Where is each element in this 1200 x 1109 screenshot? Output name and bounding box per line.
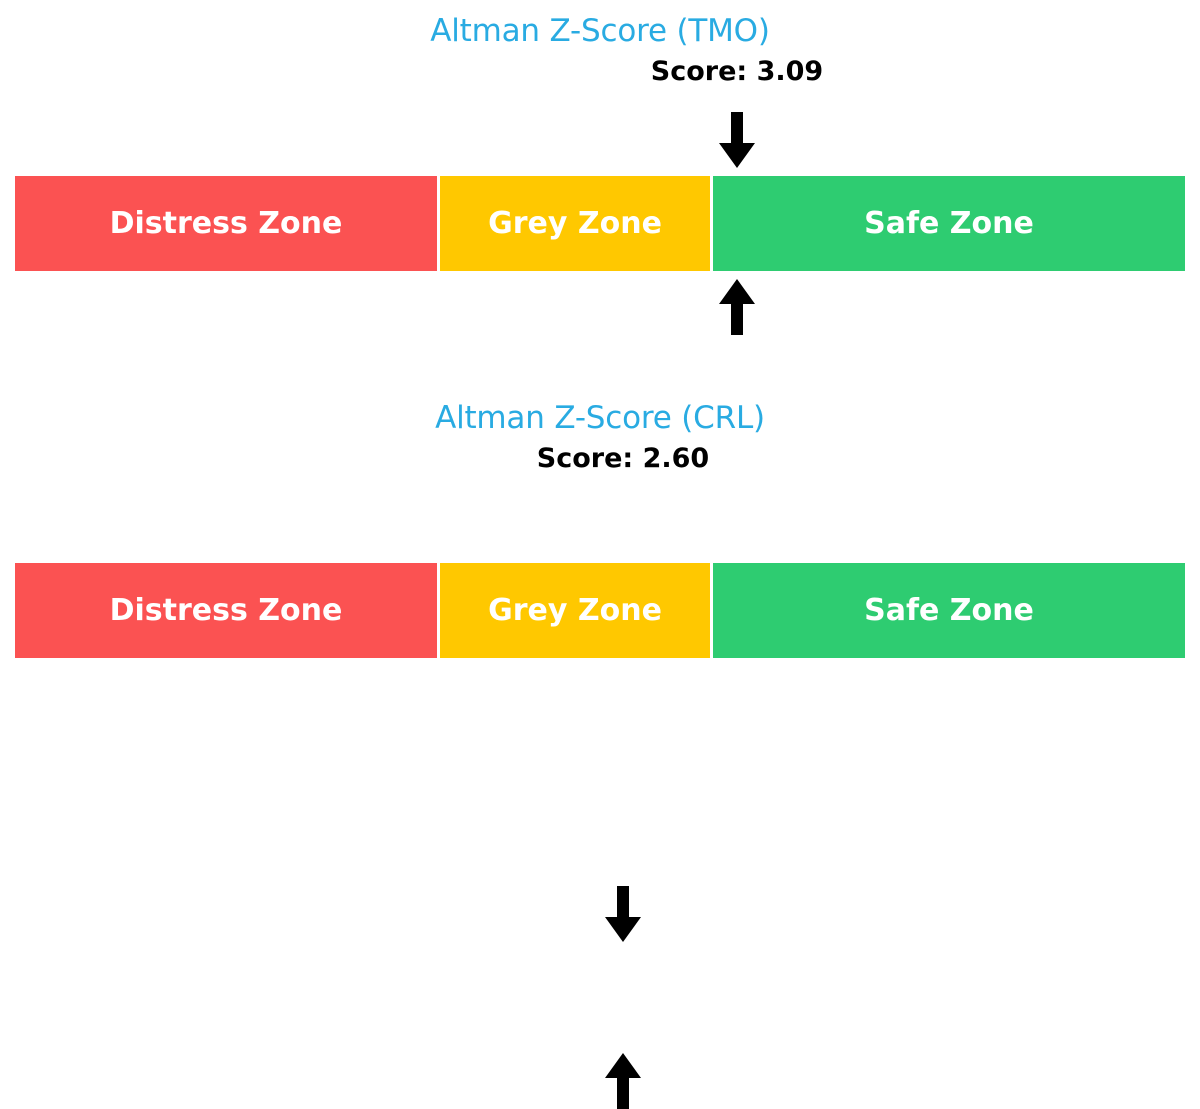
- zscore-panel-crl: Altman Z-Score (CRL) Score: 2.60 Distres…: [0, 387, 1200, 1109]
- zone-safe-crl: Safe Zone: [713, 563, 1185, 658]
- zone-label: Safe Zone: [864, 206, 1034, 241]
- zone-bar-crl: Distress Zone Grey Zone Safe Zone: [15, 563, 1185, 658]
- zone-grey-tmo: Grey Zone: [440, 176, 710, 271]
- zone-safe-tmo: Safe Zone: [713, 176, 1185, 271]
- zone-distress-crl: Distress Zone: [15, 563, 437, 658]
- score-label-crl: Score: 2.60: [536, 443, 710, 474]
- chart-title-crl: Altman Z-Score (CRL): [435, 400, 765, 436]
- score-label-tmo: Score: 3.09: [650, 56, 824, 87]
- zone-label: Distress Zone: [109, 206, 343, 241]
- zone-label: Grey Zone: [488, 593, 662, 628]
- zone-distress-tmo: Distress Zone: [15, 176, 437, 271]
- arrow-up-icon: [601, 1053, 645, 1109]
- zone-label: Safe Zone: [864, 593, 1034, 628]
- zone-label: Distress Zone: [109, 593, 343, 628]
- zone-bar-tmo: Distress Zone Grey Zone Safe Zone: [15, 176, 1185, 271]
- arrow-up-icon: [715, 279, 759, 335]
- arrow-down-icon: [715, 112, 759, 168]
- zone-grey-crl: Grey Zone: [440, 563, 710, 658]
- zone-label: Grey Zone: [488, 206, 662, 241]
- zscore-panel-tmo: Altman Z-Score (TMO) Score: 3.09 Distres…: [0, 0, 1200, 387]
- chart-title-tmo: Altman Z-Score (TMO): [430, 13, 770, 49]
- arrow-down-icon: [601, 886, 645, 942]
